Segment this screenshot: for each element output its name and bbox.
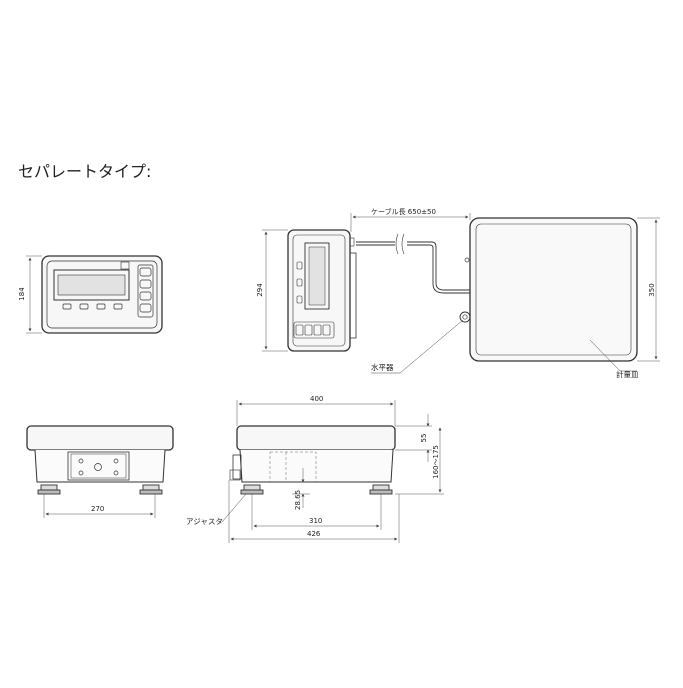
dim-label-294: 294 — [256, 283, 264, 297]
dim-label-270: 270 — [91, 505, 104, 513]
dimension-base-width — [43, 494, 156, 518]
dimension-foot-span — [251, 494, 382, 530]
label-level: 水平器 — [371, 362, 394, 372]
adjuster-feet-front — [240, 484, 393, 495]
dimension-top-width — [236, 400, 396, 426]
dimension-adjuster-height — [292, 468, 310, 508]
dim-label-426: 426 — [307, 530, 321, 538]
adjuster-feet-side — [37, 484, 163, 495]
dim-label-310: 310 — [309, 517, 322, 525]
dimension-assembly-height — [262, 229, 288, 352]
display-keys-side — [137, 264, 154, 318]
weighing-pan-top-view — [459, 217, 638, 362]
dimension-overall-height — [395, 427, 444, 495]
cable — [356, 233, 470, 294]
dim-label-350: 350 — [648, 283, 656, 296]
dim-label-160-175: 160～175 — [432, 445, 440, 479]
dimension-platform-depth — [637, 217, 660, 362]
page-title: セパレートタイプ: — [18, 162, 152, 181]
leader-adjuster — [221, 493, 247, 523]
display-front-view — [41, 255, 163, 334]
dim-label-184: 184 — [18, 287, 26, 301]
dimension-pan-height — [395, 414, 432, 462]
dimension-overall-width — [228, 480, 400, 543]
display-side-view — [287, 229, 357, 352]
dim-label-28-65: 28.65 — [294, 490, 302, 510]
label-adjuster: アジャスタ — [186, 517, 223, 526]
scale-front-view — [229, 425, 396, 495]
dim-label-cable: ケーブル長 650±50 — [371, 207, 436, 216]
dimension-cable-length — [350, 213, 471, 232]
scale-side-view — [26, 425, 174, 495]
dim-label-55: 55 — [420, 434, 428, 443]
dim-label-400: 400 — [310, 395, 323, 403]
label-weighing-pan: 計量皿 — [616, 369, 639, 379]
display-keys-bottom — [62, 303, 123, 310]
leader-lines-top — [371, 319, 637, 374]
dimension-display-height — [26, 255, 42, 334]
